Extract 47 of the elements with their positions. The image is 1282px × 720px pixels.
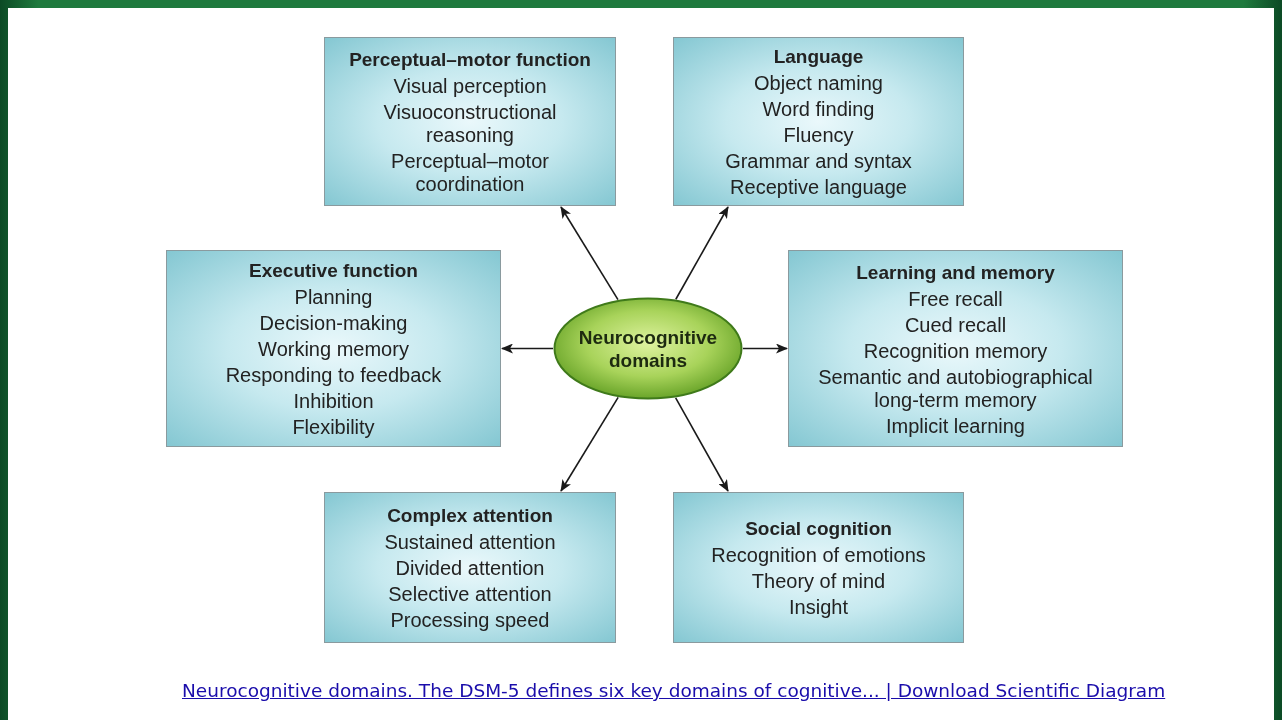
domain-box [673,37,964,206]
list-item: Semantic and autobiographical long-term memory [817,365,1094,412]
list-item: Decision-making [259,312,408,335]
list-item: Divided attention [395,557,545,580]
domain-box [788,250,1123,447]
list-item: Grammar and syntax [725,150,912,173]
domain-box [324,492,616,643]
list-item: Theory of mind [751,570,886,593]
box-heading: Social cognition [745,517,892,541]
domain-box [166,250,501,447]
list-item: Responding to feedback [225,364,442,387]
arrow [560,396,619,492]
list-item: Working memory [258,338,409,361]
box-heading: Executive function [249,259,418,283]
list-item: Recognition of emotions [711,544,926,567]
arrow [675,206,729,301]
box-heading: Perceptual–motor function [349,48,591,72]
arrow [674,396,729,492]
list-item: Planning [294,286,373,309]
list-item: Object naming [754,72,883,95]
list-item: Insight [789,596,848,619]
arrow [742,343,788,354]
list-item: Recognition memory [863,339,1048,363]
list-item: Visuoconstructional reasoning [382,101,558,147]
list-item: Receptive language [730,176,907,199]
center-label: Neurocognitive domains [578,325,718,372]
list-item: Flexibility [292,416,375,439]
list-item: Visual perception [393,75,547,98]
list-item: Processing speed [390,609,550,632]
list-item: Fluency [783,124,854,147]
list-item: Sustained attention [384,531,556,554]
box-heading: Complex attention [387,504,553,528]
arrow [560,206,619,301]
arrow [501,343,554,354]
list-item: Word finding [762,98,875,121]
domain-box [673,492,964,643]
box-heading: Learning and memory [856,260,1055,285]
list-item: Inhibition [293,390,374,413]
list-item: Perceptual–motor coordination [390,150,550,196]
list-item: Free recall [908,287,1003,311]
list-item: Selective attention [388,583,552,606]
list-item: Implicit learning [886,414,1025,438]
domain-ellipse [553,297,743,400]
list-item: Cued recall [904,313,1007,337]
domain-box [324,37,616,206]
caption-link: Neurocognitive domains. The DSM-5 defines six key domains of cognitive... | Download Scientific Diagram [182,680,1166,701]
box-heading: Language [773,45,864,69]
